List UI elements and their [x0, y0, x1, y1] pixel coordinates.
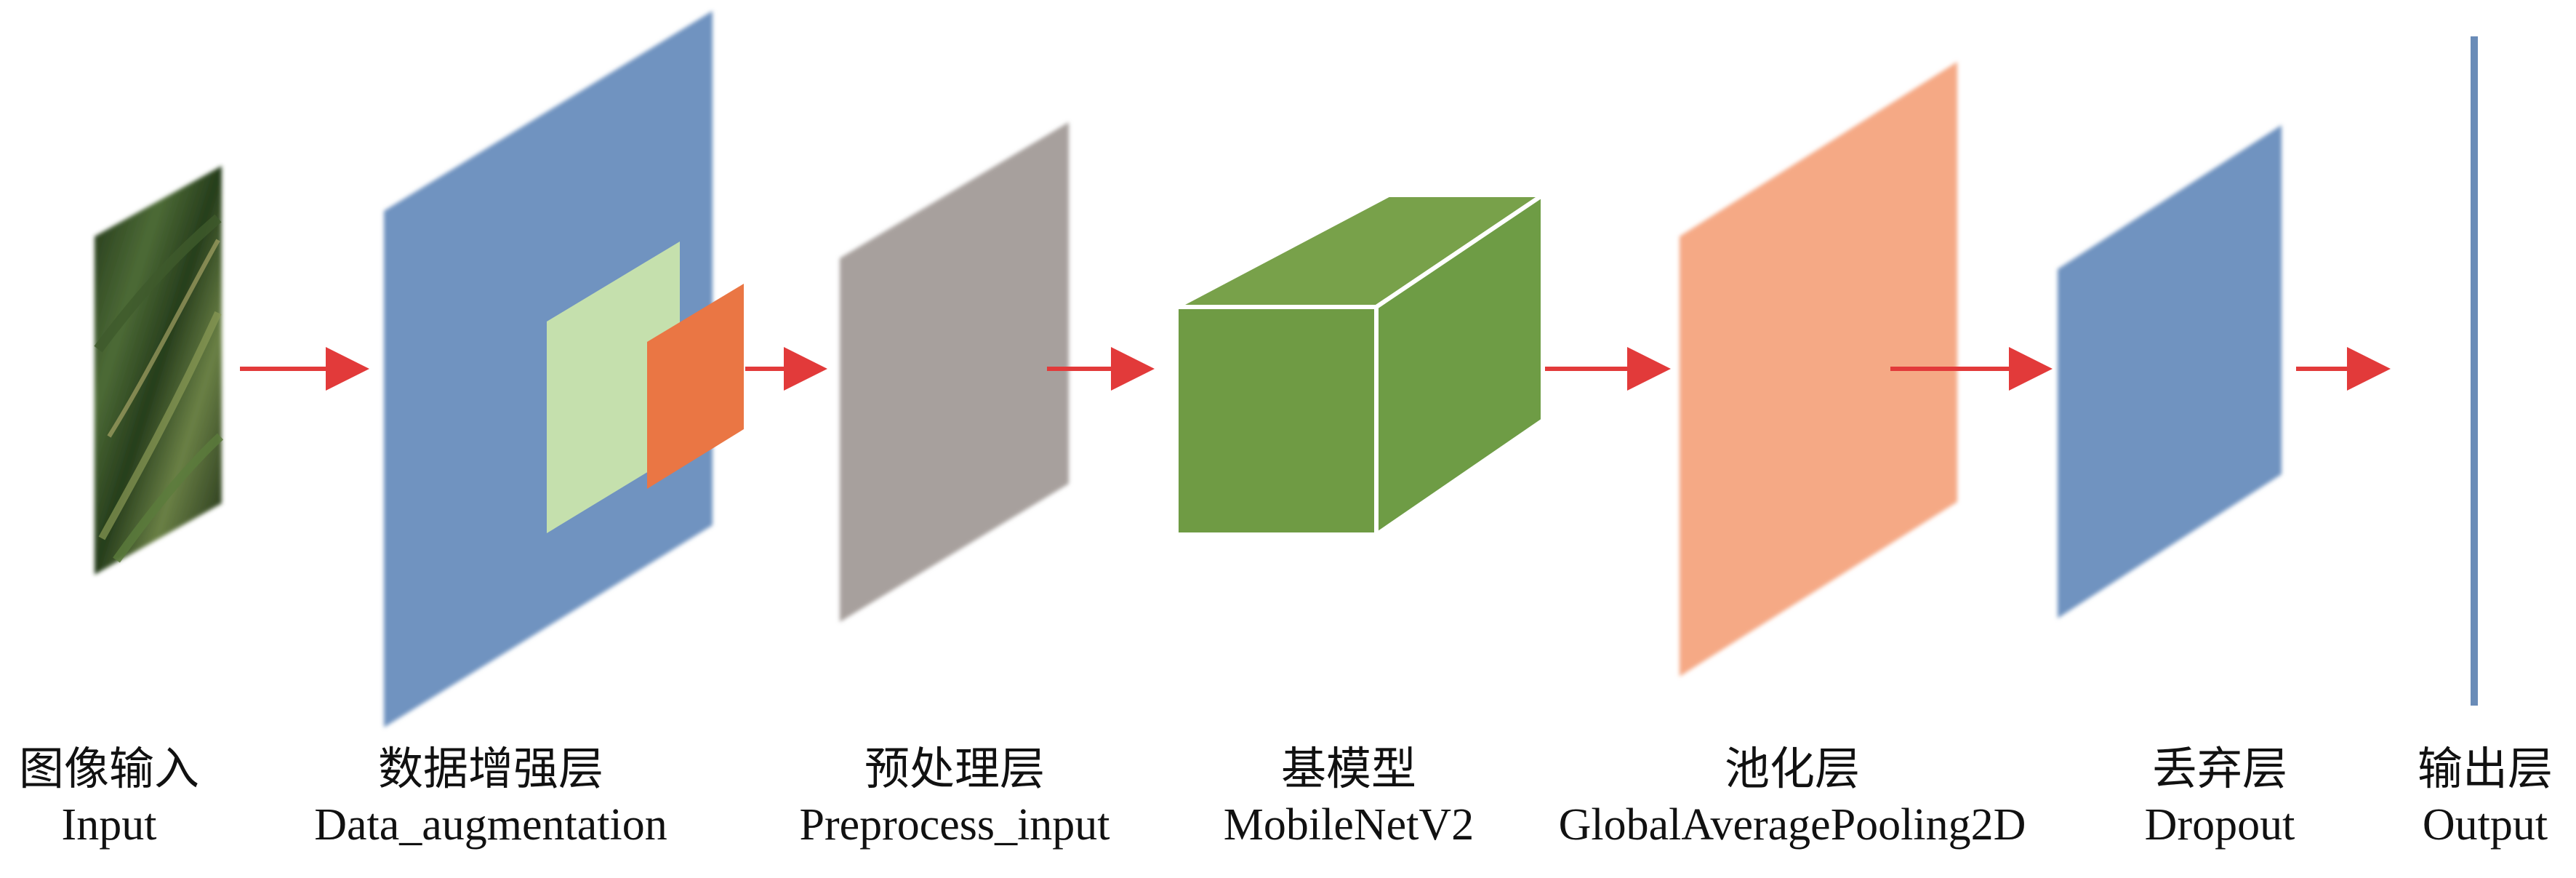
label-output-en: Output [2422, 799, 2548, 850]
label-dropout-en: Dropout [2144, 799, 2295, 850]
label-pooling-en: GlobalAveragePooling2D [1558, 799, 2026, 850]
label-dropout: 丢弃层 Dropout [2145, 741, 2295, 853]
output-layer [2471, 36, 2478, 706]
label-output: 输出层 Output [2417, 741, 2553, 853]
label-pooling-cn: 池化层 [1724, 742, 1861, 795]
label-preprocess: 预处理层 Preprocess_input [799, 741, 1110, 853]
label-base-model: 基模型 MobileNetV2 [1224, 741, 1474, 853]
label-input: 图像输入 Input [19, 741, 199, 853]
label-augmentation: 数据增强层 Data_augmentation [314, 741, 667, 853]
pooling-layer [1680, 62, 1957, 677]
label-pooling: 池化层 GlobalAveragePooling2D [1559, 741, 2026, 853]
label-preprocess-en: Preprocess_input [799, 799, 1110, 850]
augmentation-layer [384, 11, 744, 727]
label-dropout-cn: 丢弃层 [2151, 742, 2287, 795]
input-image [94, 166, 224, 575]
label-input-cn: 图像输入 [18, 742, 200, 795]
base-model-cube [1174, 193, 1545, 537]
label-augmentation-cn: 数据增强层 [377, 742, 603, 795]
label-input-en: Input [61, 799, 157, 850]
label-preprocess-cn: 预处理层 [864, 742, 1046, 795]
dropout-layer [2058, 125, 2282, 618]
label-output-cn: 输出层 [2417, 742, 2553, 795]
label-base-model-en: MobileNetV2 [1223, 799, 1474, 850]
label-augmentation-en: Data_augmentation [314, 799, 667, 850]
label-base-model-cn: 基模型 [1280, 742, 1417, 795]
preprocess-layer [840, 122, 1069, 622]
